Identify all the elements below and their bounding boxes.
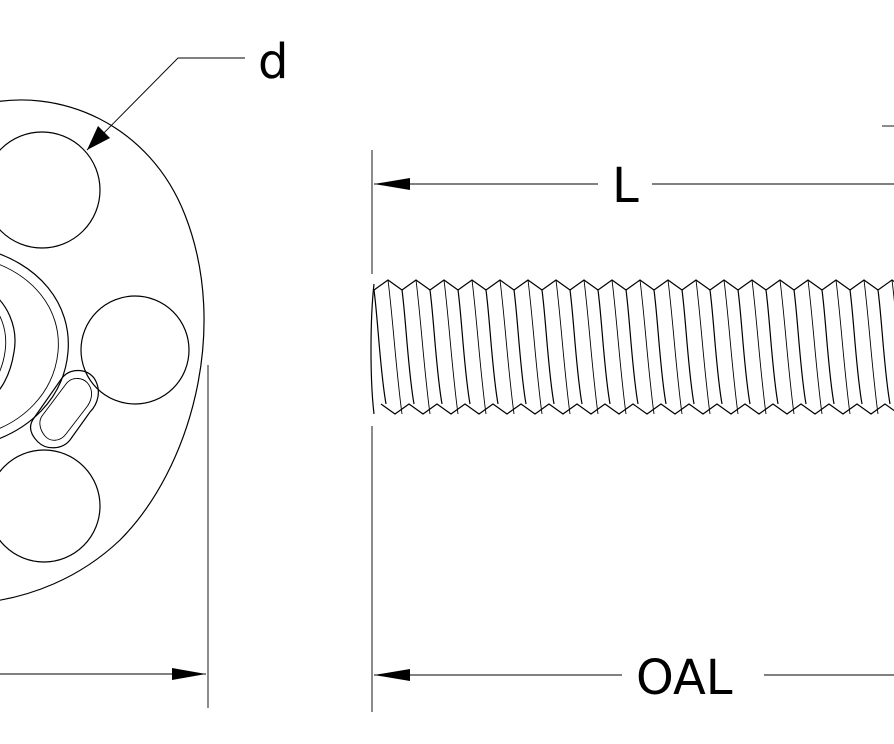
thread-root-line — [555, 279, 571, 415]
screw-side-view: L OAL — [370, 125, 894, 712]
thread-root-line — [583, 279, 599, 415]
flange-end-view — [0, 99, 209, 708]
thread-flank-line — [457, 289, 471, 405]
thread-flank-line — [625, 289, 639, 405]
thread-flank-line — [849, 289, 863, 405]
thread-root-line — [779, 279, 795, 415]
thread-root-line — [863, 279, 879, 415]
thread-flank-line — [373, 289, 387, 405]
thread-flank-line — [709, 289, 723, 405]
diameter-label: d — [258, 34, 288, 90]
thread-root-line — [387, 279, 403, 415]
thread-root-line — [695, 279, 711, 415]
thread-root-line — [415, 279, 431, 415]
thread-flank-line — [513, 289, 527, 405]
mounting-hole-bottom — [0, 449, 101, 563]
thread-root-line — [471, 279, 487, 415]
thread-flank-line — [597, 289, 611, 405]
overall-length-label: OAL — [636, 650, 733, 706]
thread-root-line — [667, 279, 683, 415]
flange-diameter-dimension — [0, 668, 206, 680]
thread-flanks — [373, 279, 894, 415]
thread-flank-line — [429, 289, 443, 405]
thread-flank-line — [541, 289, 555, 405]
thread-root-line — [611, 279, 627, 415]
thread-flank-line — [401, 289, 415, 405]
thread-flank-line — [737, 289, 751, 405]
flange-outline — [0, 99, 205, 601]
thread-root-line — [443, 279, 459, 415]
leader-arrow — [87, 126, 110, 150]
dimension-arrow-right — [172, 668, 206, 680]
dimension-arrow-left — [374, 178, 410, 190]
thread-flank-line — [485, 289, 499, 405]
thread-crest-bottom — [380, 403, 894, 415]
thread-length-label: L — [612, 158, 639, 214]
thread-root-line — [639, 279, 655, 415]
thread-root-line — [723, 279, 739, 415]
hub — [0, 253, 69, 439]
mounting-hole-right — [80, 295, 190, 405]
thread-root-line — [751, 279, 767, 415]
thread-flank-line — [681, 289, 695, 405]
thread-root-line — [527, 279, 543, 415]
thread-flank-line — [877, 289, 891, 405]
dimension-arrow-left — [374, 669, 410, 681]
thread-flank-line — [653, 289, 667, 405]
threaded-shaft — [373, 279, 894, 415]
thread-root-line — [835, 279, 851, 415]
thread-root-line — [807, 279, 823, 415]
thread-flank-line — [569, 289, 583, 405]
thread-flank-line — [765, 289, 779, 405]
mounting-hole-top — [0, 131, 101, 249]
thread-crest-top — [373, 279, 894, 291]
overall-length-dimension: OAL — [374, 650, 894, 706]
lubrication-slot — [29, 369, 99, 449]
thread-root-line — [499, 279, 515, 415]
thread-length-dimension: L — [374, 158, 894, 214]
thread-flank-line — [793, 289, 807, 405]
thread-flank-line — [821, 289, 835, 405]
diameter-callout: d — [86, 34, 288, 151]
shaft-end-chamfer — [370, 283, 375, 415]
